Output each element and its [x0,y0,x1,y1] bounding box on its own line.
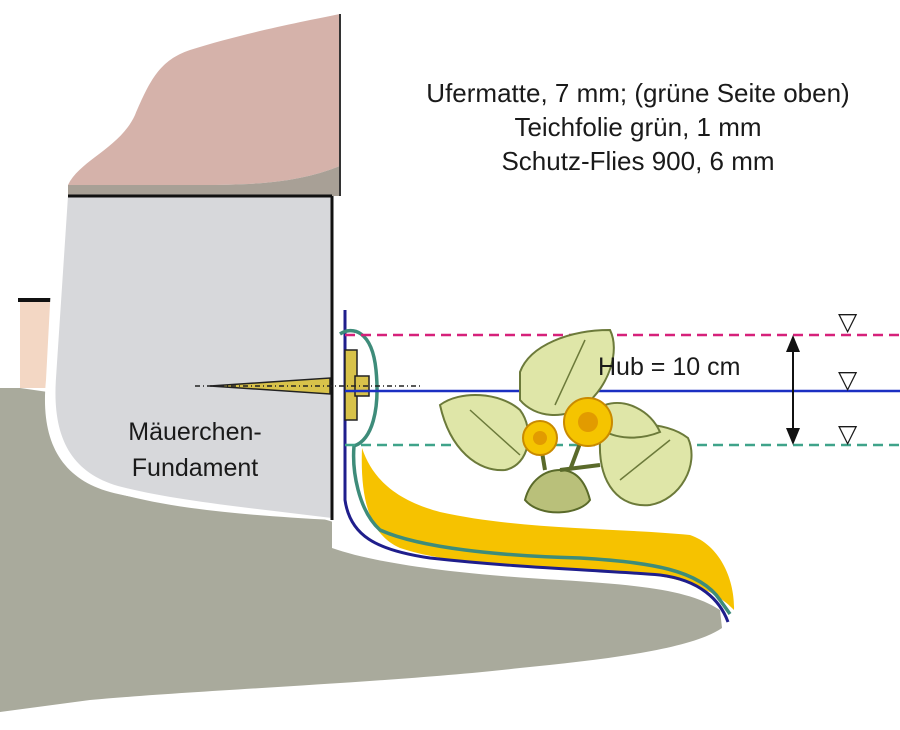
ground-soil [0,388,722,712]
coping-stone [68,14,340,185]
plant-stem [559,463,601,472]
water-marker-low: ▽ [838,420,858,448]
lift-arrow-down [786,428,800,445]
coping-shadow [68,166,340,196]
foundation-label-line-1: Mäuerchen- [128,418,261,446]
water-marker-high: ▽ [838,308,858,336]
foundation-label-line-2: Fundament [132,454,259,482]
wall-stone [55,196,332,518]
marsh-plant [438,328,693,514]
flower-center [533,431,547,445]
fleece-layer [343,310,730,623]
leaf-vein [554,339,586,406]
legend-line-3: Schutz-Flies 900, 6 mm [501,146,774,176]
flower-center [578,412,598,432]
plant-leaf [438,394,530,472]
leaf-vein [469,409,521,456]
legend-line-1: Ufermatte, 7 mm; (grüne Seite oben) [426,78,849,108]
leaf-vein [619,439,671,481]
lift-arrow-up [786,335,800,352]
plant-stem [523,468,592,514]
plant-leaf [598,402,662,439]
lift-label: Hub = 10 cm [598,353,740,381]
water-marker-normal: ▽ [838,366,858,394]
legend-line-2: Teichfolie grün, 1 mm [514,112,761,142]
pond-liner [339,328,732,616]
plant-leaf [519,328,615,417]
sand-bed [361,448,735,610]
